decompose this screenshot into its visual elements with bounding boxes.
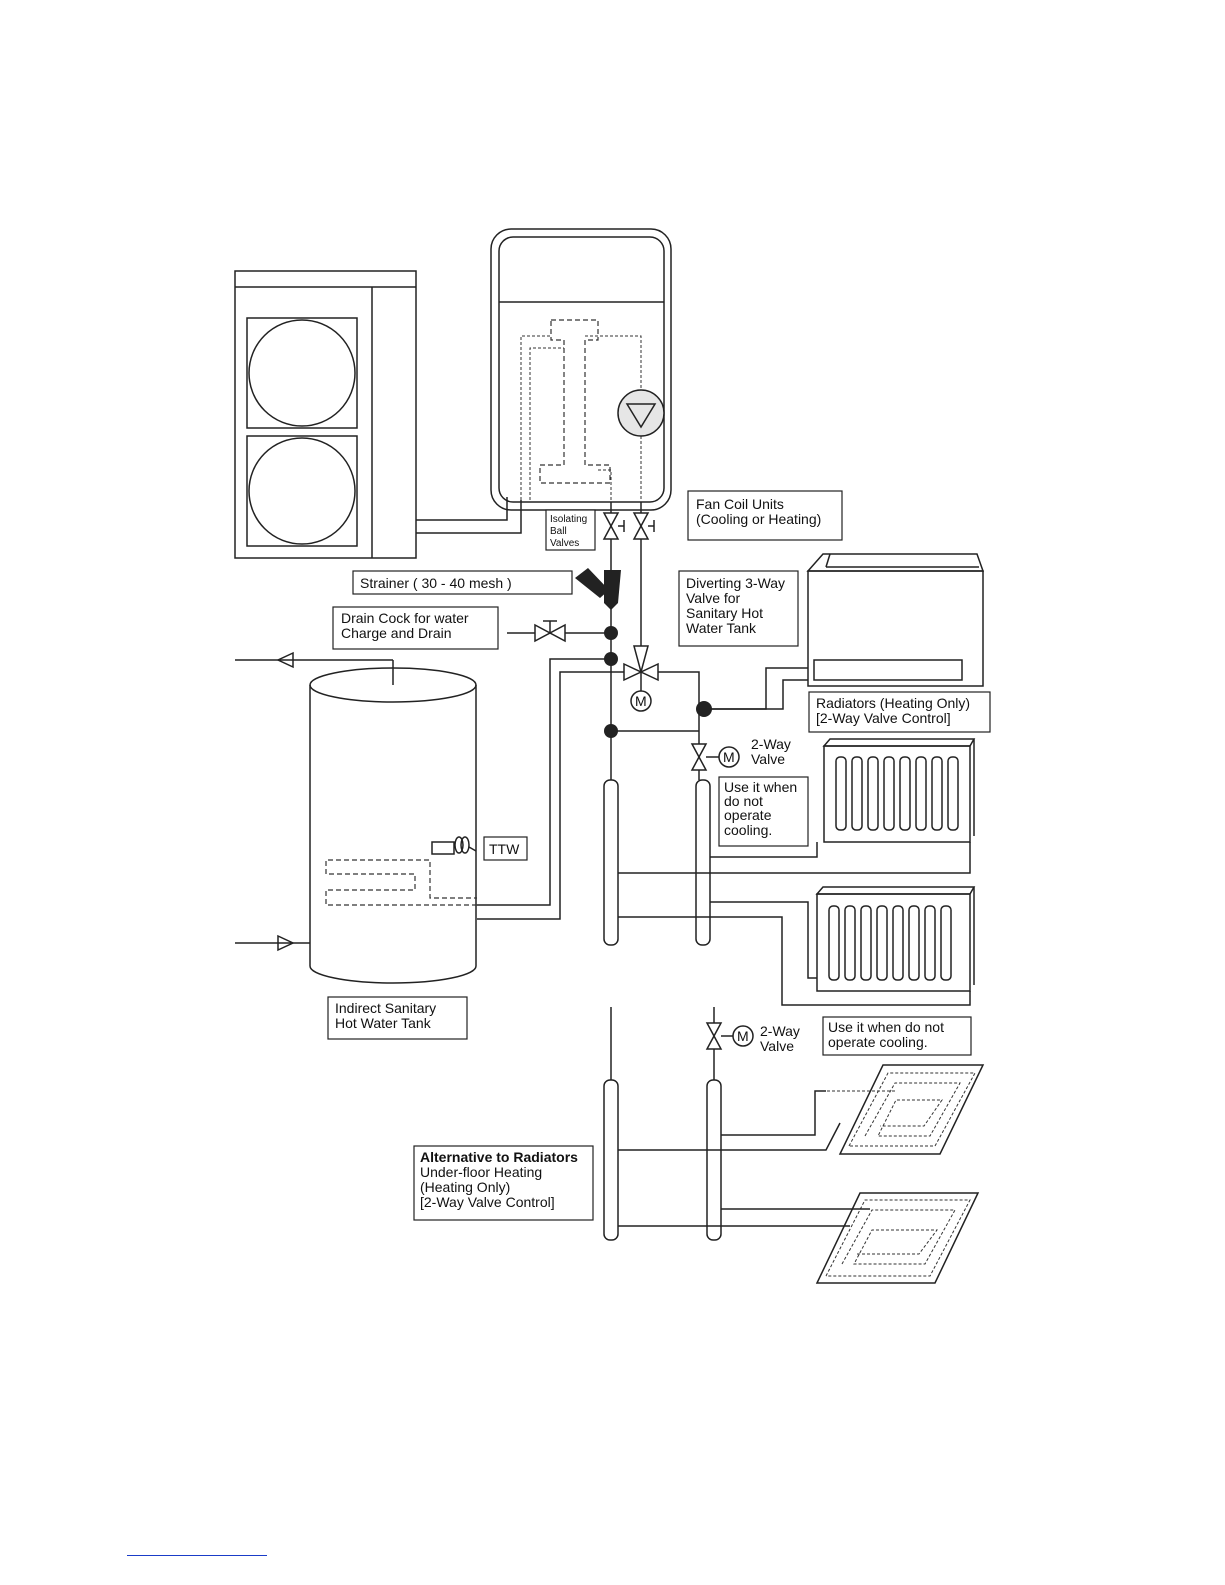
svg-text:[2-Way Valve Control]: [2-Way Valve Control] (816, 710, 951, 726)
alternative-label: Alternative to Radiators Under-floor Hea… (413, 1145, 594, 1221)
svg-text:Strainer ( 30 - 40 mesh ): Strainer ( 30 - 40 mesh ) (360, 575, 512, 591)
drain-cock-label: Drain Cock for water Charge and Drain (332, 606, 499, 650)
svg-text:Charge and Drain: Charge and Drain (341, 625, 452, 641)
svg-text:Valve for: Valve for (686, 590, 741, 606)
radiator-2 (815, 886, 976, 992)
svg-text:Valve: Valve (760, 1038, 794, 1054)
svg-text:Valve: Valve (751, 751, 785, 767)
outdoor-unit (234, 270, 417, 559)
svg-text:M: M (635, 693, 647, 709)
svg-text:(Heating Only): (Heating Only) (420, 1179, 510, 1195)
svg-text:Water Tank: Water Tank (686, 620, 757, 636)
upper-manifolds (603, 779, 711, 946)
use-it-label-2: Use it when do not operate cooling. (822, 1016, 972, 1056)
underfloor-pipes (618, 1090, 870, 1227)
use-it-label-1: Use it when do not operate cooling. (718, 776, 809, 847)
strainer (575, 568, 621, 610)
lower-manifolds (603, 1079, 722, 1241)
lower-pipes (610, 1007, 715, 1080)
svg-text:Radiators (Heating Only): Radiators (Heating Only) (816, 695, 970, 711)
svg-text:TTW: TTW (489, 841, 520, 857)
radiators-label: Radiators (Heating Only) [2-Way Valve Co… (808, 691, 991, 733)
svg-text:Valves: Valves (550, 538, 579, 549)
two-way-valve-1: M 2-Way Valve (690, 736, 791, 780)
svg-text:[2-Way Valve Control]: [2-Way Valve Control] (420, 1194, 555, 1210)
svg-text:2-Way: 2-Way (751, 736, 791, 752)
svg-text:Alternative to Radiators: Alternative to Radiators (420, 1149, 578, 1165)
underfloor-loop-2 (815, 1192, 980, 1284)
fan-coil-units-label: Fan Coil Units (Cooling or Heating) (687, 490, 843, 541)
indoor-unit (490, 228, 672, 511)
svg-text:Use it when: Use it when (724, 779, 797, 795)
svg-text:Diverting 3-Way: Diverting 3-Way (686, 575, 785, 591)
tank-coil-pipes (477, 658, 611, 920)
two-way-valve-2: M 2-Way Valve (705, 1022, 800, 1080)
svg-text:Isolating: Isolating (550, 514, 587, 525)
drain-cock (507, 620, 618, 643)
svg-text:Use it when do not: Use it when do not (828, 1019, 944, 1035)
svg-text:2-Way: 2-Way (760, 1023, 800, 1039)
svg-text:Hot Water Tank: Hot Water Tank (335, 1015, 432, 1031)
footnote-rule (127, 1555, 267, 1556)
diverting-valve-label: Diverting 3-Way Valve for Sanitary Hot W… (678, 570, 799, 647)
indirect-tank-label: Indirect Sanitary Hot Water Tank (327, 996, 468, 1040)
svg-text:Ball: Ball (550, 526, 567, 537)
svg-text:Drain Cock for water: Drain Cock for water (341, 610, 469, 626)
return-pipes (611, 667, 808, 744)
svg-text:Fan Coil Units: Fan Coil Units (696, 496, 784, 512)
svg-text:do not: do not (724, 793, 763, 809)
strainer-label: Strainer ( 30 - 40 mesh ) (352, 570, 573, 595)
refrigerant-pipes (416, 497, 522, 534)
diverting-3way-valve: M (611, 645, 700, 712)
radiator-pipes (618, 842, 971, 1006)
svg-text:cooling.: cooling. (724, 822, 772, 838)
hot-water-tank (235, 651, 477, 984)
isolating-valves-label: Isolating Ball Valves (545, 509, 596, 551)
svg-text:M: M (737, 1028, 749, 1044)
svg-text:Sanitary Hot: Sanitary Hot (686, 605, 763, 621)
underfloor-loop-1 (826, 1064, 985, 1155)
radiator-1 (822, 738, 976, 843)
svg-text:operate cooling.: operate cooling. (828, 1034, 928, 1050)
isolating-ball-valves (602, 502, 655, 540)
svg-text:M: M (723, 749, 735, 765)
ttw-label: TTW (483, 836, 528, 861)
svg-text:Indirect Sanitary: Indirect Sanitary (335, 1000, 436, 1016)
svg-text:Under-floor Heating: Under-floor Heating (420, 1164, 542, 1180)
fan-coil-unit (806, 553, 985, 687)
svg-text:operate: operate (724, 807, 772, 823)
svg-text:(Cooling or Heating): (Cooling or Heating) (696, 511, 821, 527)
